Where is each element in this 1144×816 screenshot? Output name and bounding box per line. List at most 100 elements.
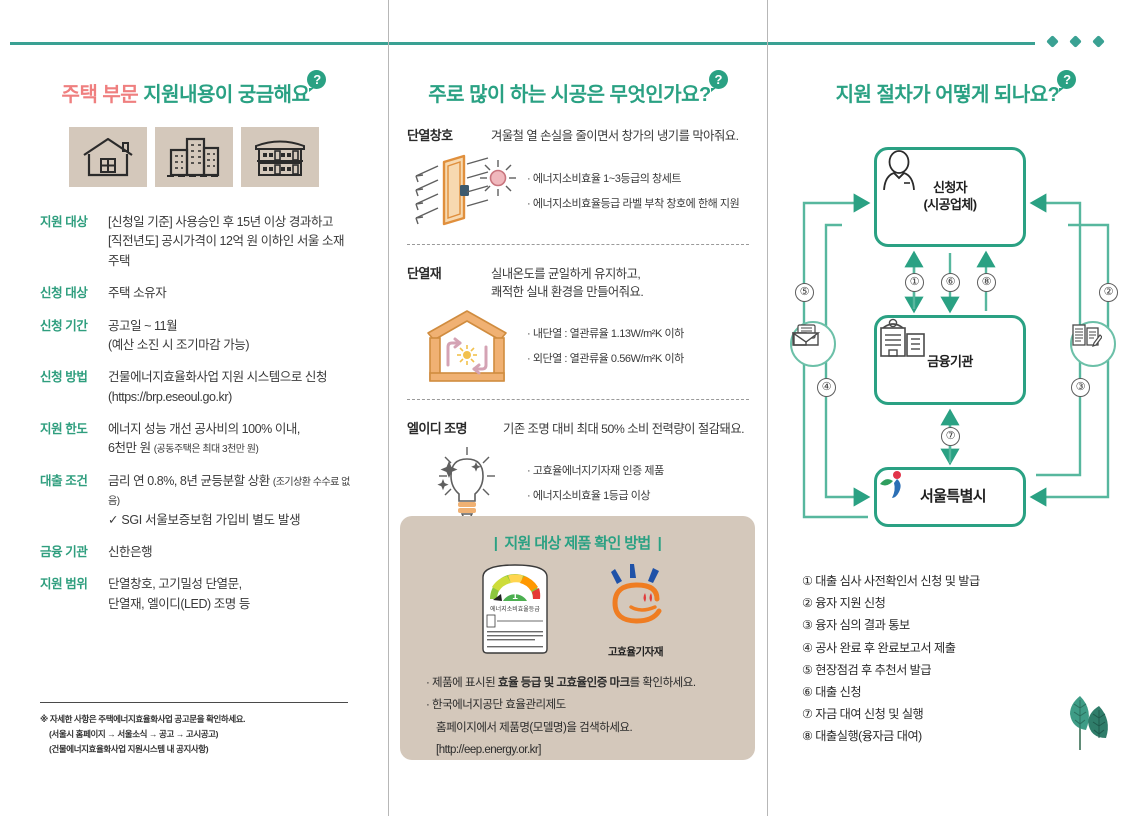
question-mark-icon: ? xyxy=(307,70,327,93)
node-seoul: 서울특별시 xyxy=(874,467,1026,527)
section-head: 단열재 실내온도를 균일하게 유지하고, 쾌적한 실내 환경을 만들어줘요. xyxy=(407,263,749,302)
footnote-line: (서울시 홈페이지 → 서울소식 → 공고 → 고시공고) xyxy=(49,728,219,739)
apartment-building-icon xyxy=(155,127,233,187)
detail-line: [직전년도] 공시가격이 12억 원 이하인 서울 소재 xyxy=(108,234,345,249)
question-mark-icon: ? xyxy=(1057,70,1077,93)
detail-key: 대출 조건 xyxy=(40,473,88,488)
step-marker-2: ② xyxy=(1099,283,1118,302)
section-body: · 내단열 : 열관류율 1.13W/m²K 이하 · 외단열 : 열관류율 0… xyxy=(407,307,749,387)
node-label: 금융기관 xyxy=(927,353,973,369)
led-bulb-icon xyxy=(407,445,527,523)
section-insulation: 단열재 실내온도를 균일하게 유지하고, 쾌적한 실내 환경을 만들어줘요. xyxy=(389,263,767,388)
title-bar-right: | xyxy=(657,535,662,552)
node-bank: 금융기관 xyxy=(874,315,1026,405)
node-label: 서울특별시 xyxy=(919,488,987,506)
document-pen-icon xyxy=(1070,321,1116,367)
product-search-url[interactable]: [http://eep.energy.or.kr] xyxy=(436,744,541,757)
detail-value: [신청일 기준] 사용승인 후 15년 이상 경과하고 [직전년도] 공시가격이… xyxy=(108,213,345,271)
footnote-line: (건물에너지효율화사업 지원시스템 내 공지사항) xyxy=(49,743,209,754)
section-insulated-window: 단열창호 겨울철 열 손실을 줄이면서 창가의 냉기를 막아줘요. xyxy=(389,125,767,232)
node-applicant: 신청자 (시공업체) xyxy=(874,147,1026,247)
legend-item: ⑤ 현장점검 후 추천서 발급 xyxy=(802,662,932,677)
loan-note: (조기상환 수수료 없음) xyxy=(108,476,350,508)
detail-line: 단열재, 엘이디(LED) 조명 등 xyxy=(108,596,250,611)
detail-key: 신청 방법 xyxy=(40,370,88,385)
product-box-title: |지원 대상 제품 확인 방법| xyxy=(400,532,755,553)
top-divider-rule xyxy=(10,42,1035,45)
column-divider-1 xyxy=(388,0,389,816)
detail-line: 6천만 원 (공동주택은 최대 3천만 원) xyxy=(108,439,300,458)
step-marker-6: ⑥ xyxy=(941,273,960,292)
left-column: 주택 부문 지원내용이 궁금해요? xyxy=(0,0,388,816)
step-marker-1: ① xyxy=(905,273,924,292)
svg-text:에너지소비효율등급: 에너지소비효율등급 xyxy=(490,605,540,613)
detail-key: 신청 기간 xyxy=(40,318,88,333)
instruction-emphasis: 효율 등급 및 고효율인증 마크 xyxy=(497,677,630,689)
detail-key: 지원 범위 xyxy=(40,577,88,592)
detail-line: 공고일 ~ 11월 xyxy=(108,318,178,333)
detail-value: 신한은행 xyxy=(108,544,153,559)
loan-terms: 금리 연 0.8%, 8년 균등분할 상환 xyxy=(108,473,270,488)
limit-amount: 6천만 원 xyxy=(108,441,151,456)
section-desc: 실내온도를 균일하게 유지하고, 쾌적한 실내 환경을 만들어줘요. xyxy=(491,266,644,302)
section-bullets: · 고효율에너지기자재 인증 제품 · 에너지소비효율 1등급 이상 xyxy=(527,459,664,510)
detail-row-scope: 지원 범위 단열창호, 고기밀성 단열문, 단열재, 엘이디(LED) 조명 등 xyxy=(40,575,360,614)
detail-key: 신청 대상 xyxy=(40,286,88,301)
detail-line: [신청일 기준] 사용승인 후 15년 이상 경과하고 xyxy=(108,215,334,229)
detail-row-period: 신청 기간 공고일 ~ 11월 (예산 소진 시 조기마감 가능) xyxy=(40,317,360,356)
legend-item: ⑧ 대출실행(융자금 대여) xyxy=(802,729,922,744)
detail-key: 지원 대상 xyxy=(40,215,88,229)
bullet-item: · 에너지소비효율 1~3등급의 창세트 xyxy=(527,172,682,185)
bullet-item: · 에너지소비효율 1등급 이상 xyxy=(527,490,651,503)
section-desc: 기존 조명 대비 최대 50% 소비 전력량이 절감돼요. xyxy=(503,422,745,437)
multiplex-house-icon xyxy=(241,127,319,187)
instruction-part: · 제품에 표시된 xyxy=(426,677,498,689)
step-marker-7: ⑦ xyxy=(941,427,960,446)
node-label-line: 신청자 xyxy=(932,180,968,196)
legend-item: ① 대출 심사 사전확인서 신청 및 발급 xyxy=(802,574,980,588)
detail-key: 금융 기관 xyxy=(40,544,88,559)
detail-row-loan: 대출 조건 금리 연 0.8%, 8년 균등분할 상환 (조기상환 수수료 없음… xyxy=(40,472,360,530)
section-title: 단열창호 xyxy=(407,128,453,143)
detail-line: 단열창호, 고기밀성 단열문, xyxy=(108,577,242,592)
section-title: 단열재 xyxy=(407,265,442,281)
section-led: 엘이디 조명 기존 조명 대비 최대 50% 소비 전력량이 절감돼요. xyxy=(389,418,767,523)
left-heading-teal: 지원내용이 궁금해요 xyxy=(143,84,310,106)
left-heading: 주택 부문 지원내용이 궁금해요? xyxy=(0,70,388,107)
detail-value: 금리 연 0.8%, 8년 균등분할 상환 (조기상환 수수료 없음) ✓ SG… xyxy=(108,472,360,530)
section-title: 엘이디 조명 xyxy=(407,421,467,437)
detail-line: 금리 연 0.8%, 8년 균등분할 상환 (조기상환 수수료 없음) xyxy=(108,472,360,511)
section-head: 엘이디 조명 기존 조명 대비 최대 50% 소비 전력량이 절감돼요. xyxy=(407,418,749,439)
right-heading-text: 지원 절차가 어떻게 되나요? xyxy=(835,84,1060,106)
product-check-box: |지원 대상 제품 확인 방법| 1 에너지소비효율등급 xyxy=(400,516,755,760)
detail-key: 지원 한도 xyxy=(40,422,88,436)
section-body: · 에너지소비효율 1~3등급의 창세트 · 에너지소비효율등급 라벨 부착 창… xyxy=(407,152,749,232)
bullet-item: · 에너지소비효율등급 라벨 부착 창호에 한해 지원 xyxy=(527,197,740,210)
high-efficiency-mark-icon xyxy=(593,563,679,640)
middle-heading-text: 주로 많이 하는 시공은 무엇인가요? xyxy=(428,84,711,106)
detail-row-applicant: 신청 대상 주택 소유자 xyxy=(40,284,360,303)
instruction-line: 홈페이지에서 제품명(모델명)을 검색하세요. xyxy=(436,721,633,734)
title-bar-left: | xyxy=(493,535,498,552)
certification-marks: 1 에너지소비효율등급 xyxy=(400,563,755,660)
detail-line: 건물에너지효율화사업 지원 시스템으로 신청 xyxy=(108,370,328,385)
two-leaves-icon xyxy=(1062,692,1118,759)
high-efficiency-mark-group: 고효율기자재 xyxy=(593,563,679,659)
bullet-item: · 고효율에너지기자재 인증 제품 xyxy=(527,465,664,478)
detail-value: 공고일 ~ 11월 (예산 소진 시 조기마감 가능) xyxy=(108,317,250,356)
detail-line: 에너지 성능 개선 공사비의 100% 이내, xyxy=(108,422,300,436)
insulated-window-icon xyxy=(407,152,527,232)
section-divider xyxy=(407,243,749,245)
detail-value: 단열창호, 고기밀성 단열문, 단열재, 엘이디(LED) 조명 등 xyxy=(108,575,250,614)
legend-item: ② 융자 지원 신청 xyxy=(802,596,886,611)
process-flow-diagram: 신청자 (시공업체) xyxy=(768,125,1144,565)
right-column: 지원 절차가 어떻게 되나요?? xyxy=(768,0,1144,816)
instruction-line: · 한국에너지공단 효율관리제도 xyxy=(426,699,566,712)
application-url[interactable]: (https://brp.eseoul.go.kr) xyxy=(108,389,232,404)
step-marker-5: ⑤ xyxy=(795,283,814,302)
detail-line: (예산 소진 시 조기마감 가능) xyxy=(108,337,250,352)
support-details-list: 지원 대상 [신청일 기준] 사용승인 후 15년 이상 경과하고 [직전년도]… xyxy=(40,213,360,614)
limit-note: (공동주택은 최대 3천만 원) xyxy=(153,444,259,456)
node-label-line: (시공업체) xyxy=(923,197,978,212)
legend-item: ⑦ 자금 대여 신청 및 실행 xyxy=(802,707,924,722)
